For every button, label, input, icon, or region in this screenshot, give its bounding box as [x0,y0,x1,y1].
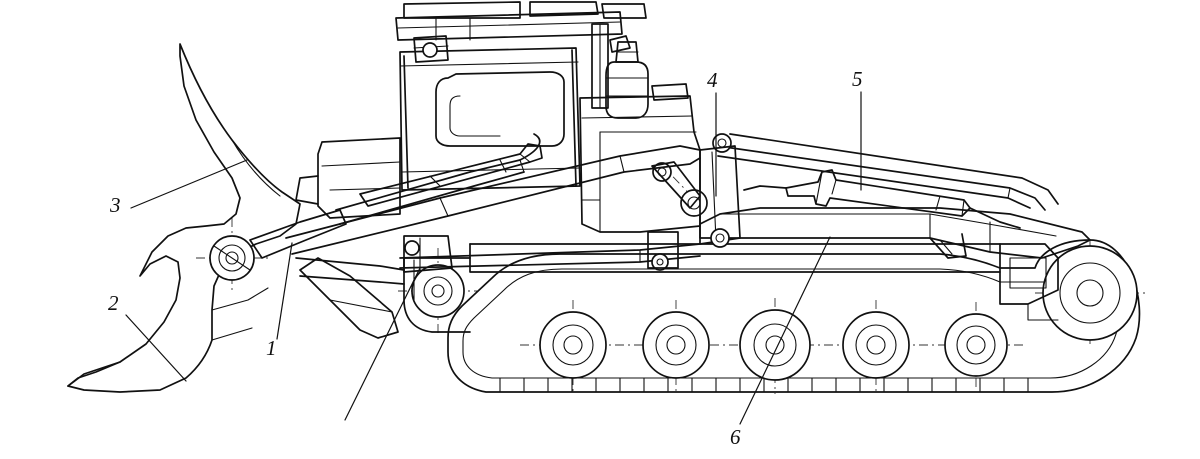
track-rollers [539,309,1008,381]
track-shoes [499,377,1029,393]
callout-label-1: 1 [266,336,277,360]
callout-label-4: 4 [707,68,718,92]
push-frame [285,133,701,339]
front-idler [411,264,465,318]
tractor-body [295,1,701,233]
callout-label-3: 3 [110,193,121,217]
callout-label-5: 5 [852,67,863,91]
callout-label-6: 6 [730,425,741,449]
track-assembly [403,239,1141,393]
ripper-assembly [399,133,1091,271]
drive-sprocket [1042,245,1138,341]
callout-label-2: 2 [108,291,119,315]
callout-leaders [125,91,862,425]
blade-assembly [67,43,347,393]
